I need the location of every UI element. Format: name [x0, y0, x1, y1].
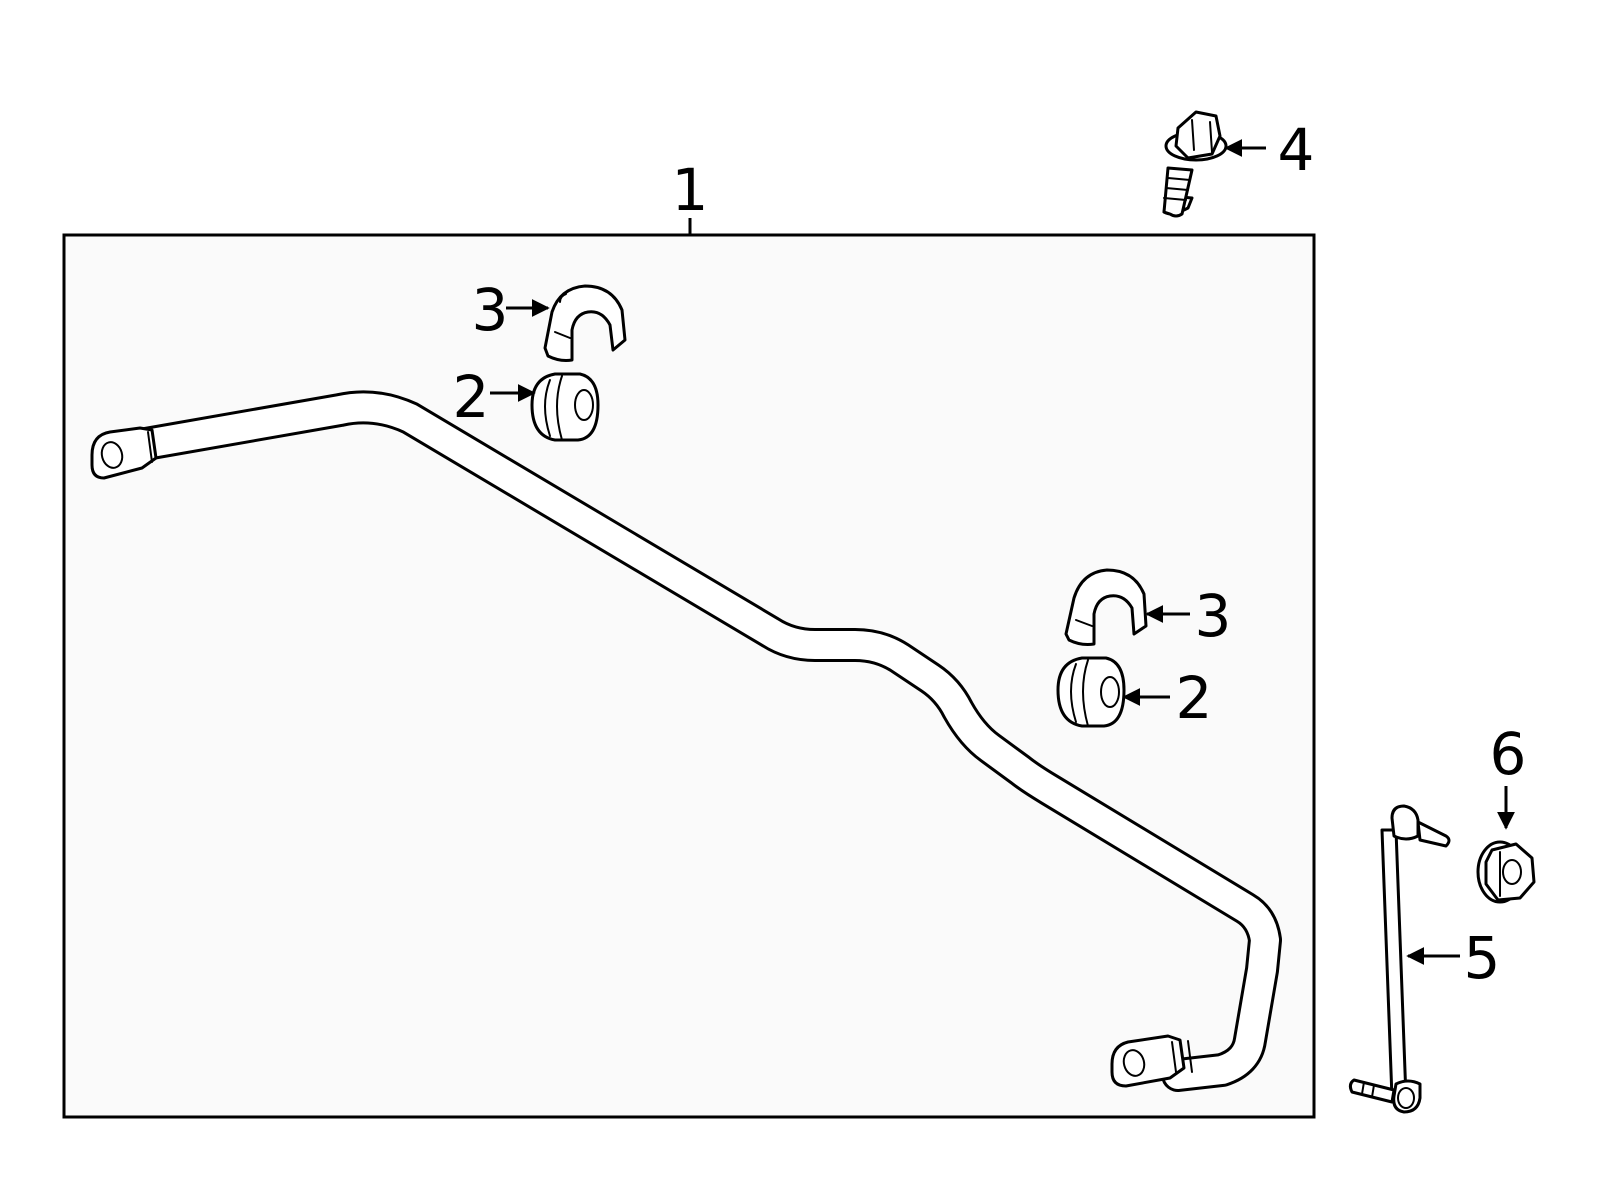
callout-3-right: 3 [1195, 582, 1232, 650]
nut-icon[interactable] [1476, 840, 1536, 904]
callout-2: 2 [453, 363, 490, 431]
bolt-icon[interactable] [1162, 110, 1228, 218]
callout-3: 3 [472, 276, 509, 344]
callout-1: 1 [672, 156, 709, 224]
stabilizer-bar-icon[interactable] [90, 390, 1282, 1092]
bracket-icon[interactable] [1064, 568, 1148, 646]
stabilizer-link-icon[interactable] [1348, 804, 1451, 1114]
bushing-icon[interactable] [1056, 656, 1126, 728]
callout-4: 4 [1278, 116, 1315, 184]
bushing-icon[interactable] [530, 372, 600, 442]
assembly-frame [62, 233, 1316, 1119]
bracket-icon[interactable] [543, 284, 627, 362]
callout-6: 6 [1490, 720, 1527, 788]
callout-2-right: 2 [1176, 664, 1213, 732]
callout-5: 5 [1464, 924, 1501, 992]
